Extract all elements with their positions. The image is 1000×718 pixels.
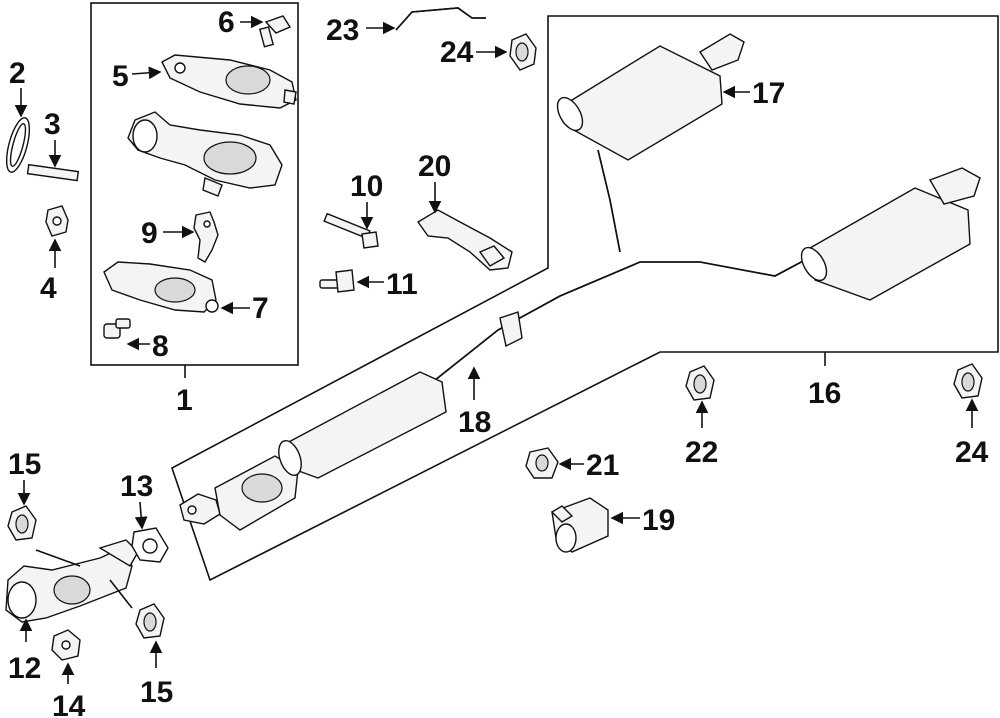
callout-16: 16: [808, 377, 841, 410]
callout-17: 17: [752, 77, 785, 110]
part-21-insulator[interactable]: [525, 447, 559, 479]
part-18-front-resonator[interactable]: [179, 371, 447, 531]
part-19-clamp[interactable]: [550, 497, 609, 553]
part-22-insulator[interactable]: [685, 365, 715, 401]
callout-13: 13: [120, 470, 153, 503]
part-15-insulator-bottom[interactable]: [135, 603, 165, 639]
part-7-catalytic-converter-rear[interactable]: [103, 261, 219, 313]
part-8-bolt[interactable]: [103, 318, 131, 339]
part-13-gasket[interactable]: [131, 527, 169, 563]
part-10-bolt[interactable]: [323, 212, 379, 249]
callout-18: 18: [458, 406, 491, 439]
part-3-stud[interactable]: [26, 163, 80, 182]
callout-24-right: 24: [955, 436, 989, 469]
callout-10: 10: [350, 170, 383, 203]
callout-15-bottom: 15: [140, 676, 173, 709]
part-23-pipe-bracket[interactable]: [395, 7, 486, 31]
callout-23: 23: [326, 14, 359, 47]
part-16-muffler-right[interactable]: [796, 167, 981, 301]
callout-1: 1: [176, 384, 193, 417]
callout-12: 12: [8, 652, 41, 685]
part-24-insulator-top[interactable]: [509, 33, 537, 71]
part-9-bracket[interactable]: [193, 211, 219, 263]
part-5-catalytic-converter-upper[interactable]: [161, 54, 297, 109]
group-box-exhaust: [171, 15, 999, 582]
part-24-insulator-right[interactable]: [953, 363, 983, 399]
part-4-nut[interactable]: [45, 205, 69, 237]
part-6-bolt[interactable]: [258, 15, 292, 48]
callout-19: 19: [642, 504, 675, 537]
part-5-catalytic-converter-lower[interactable]: [127, 111, 283, 197]
callout-14: 14: [52, 690, 86, 718]
callout-15-left: 15: [8, 448, 41, 481]
callout-11: 11: [386, 268, 418, 301]
part-14-nut[interactable]: [51, 629, 81, 661]
part-15-insulator-left[interactable]: [7, 505, 37, 541]
callout-22: 22: [685, 436, 718, 469]
part-20-hanger-bracket[interactable]: [416, 209, 513, 271]
part-11-bolt[interactable]: [319, 269, 355, 293]
callout-21: 21: [586, 449, 619, 482]
callout-5: 5: [112, 60, 129, 93]
part-12-front-pipe-converter[interactable]: [5, 539, 139, 623]
callout-8: 8: [152, 330, 169, 363]
part-2-gasket[interactable]: [2, 116, 34, 175]
group-box-converters: [90, 2, 299, 366]
callout-24-top: 24: [440, 36, 474, 69]
callout-6: 6: [218, 6, 235, 39]
callout-4: 4: [40, 272, 57, 305]
part-17-muffler-left[interactable]: [552, 33, 745, 161]
callout-20: 20: [418, 150, 451, 183]
callout-7: 7: [252, 292, 269, 325]
callout-2: 2: [9, 57, 26, 90]
callout-9: 9: [141, 217, 158, 250]
callout-3: 3: [44, 108, 61, 141]
